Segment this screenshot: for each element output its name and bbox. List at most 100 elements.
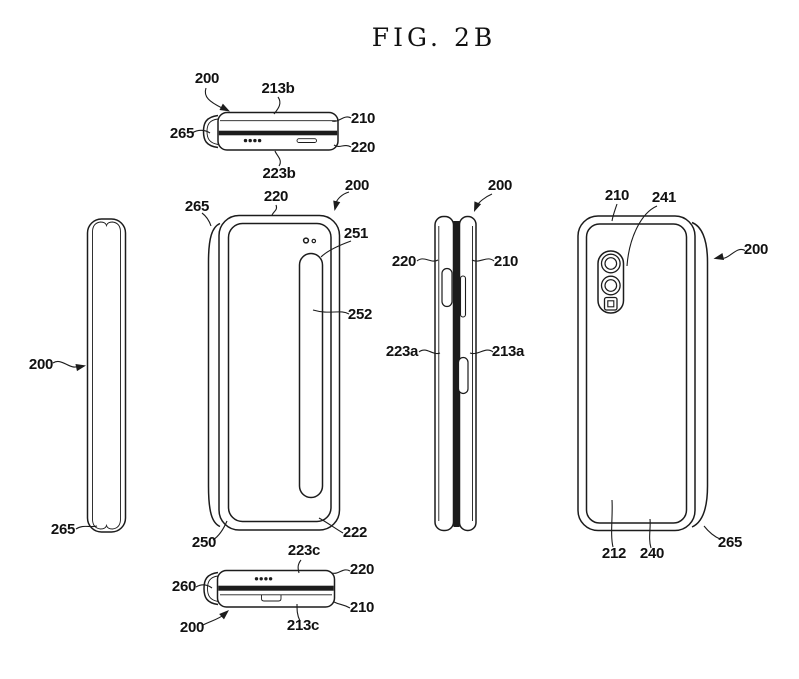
arrowhead bbox=[219, 610, 229, 620]
camera-module bbox=[597, 250, 625, 314]
leader-213c bbox=[296, 603, 301, 622]
ref-210-top: 210 bbox=[351, 110, 375, 127]
leader-220 bbox=[271, 204, 278, 216]
hinge-profile-view: 200 265 bbox=[29, 218, 127, 538]
speaker-hole bbox=[257, 138, 262, 143]
ref-213a: 213a bbox=[492, 343, 525, 360]
leader-200 bbox=[719, 248, 746, 259]
leader-265 bbox=[75, 525, 98, 530]
ref-223b: 223b bbox=[263, 165, 296, 182]
ref-220-front: 220 bbox=[264, 188, 288, 205]
leader-210 bbox=[333, 601, 351, 609]
ref-210-side: 210 bbox=[494, 253, 518, 270]
leader-222 bbox=[318, 517, 344, 534]
front-body-outline bbox=[218, 214, 341, 531]
figure-title: FIG. 2B bbox=[372, 23, 496, 52]
right-side-view: 200 220 210 223a 213a bbox=[386, 177, 525, 532]
ref-223c: 223c bbox=[288, 542, 320, 559]
speaker-hole bbox=[253, 138, 257, 143]
ref-223a: 223a bbox=[386, 343, 419, 360]
ref-222: 222 bbox=[343, 524, 367, 541]
arrowhead bbox=[474, 201, 482, 212]
ref-250: 250 bbox=[192, 534, 216, 551]
leader-213b bbox=[273, 96, 281, 115]
leader-210 bbox=[331, 116, 352, 122]
volume-button bbox=[441, 267, 453, 308]
hinge-strip-right bbox=[691, 221, 709, 528]
camera-lens-2-inner bbox=[604, 279, 618, 292]
leader-265 bbox=[191, 129, 211, 134]
speaker-hole bbox=[264, 577, 268, 581]
ref-213c: 213c bbox=[287, 617, 319, 634]
side-key-sliver bbox=[459, 275, 467, 318]
ref-265-profile: 265 bbox=[51, 521, 75, 538]
leader-223a bbox=[418, 349, 441, 355]
profile-bottom-wave bbox=[92, 518, 121, 530]
ref-265-back: 265 bbox=[718, 534, 742, 551]
ref-220-top: 220 bbox=[351, 139, 375, 156]
leader-265 bbox=[201, 212, 212, 227]
power-button bbox=[457, 356, 469, 395]
speaker-hole bbox=[259, 577, 263, 581]
ref-200-bottom: 200 bbox=[180, 619, 204, 636]
ref-251: 251 bbox=[344, 225, 368, 242]
leader-220 bbox=[416, 258, 439, 262]
leader-212 bbox=[611, 499, 614, 548]
ref-252: 252 bbox=[348, 306, 372, 323]
ref-241: 241 bbox=[652, 189, 676, 206]
front-sensor-icon bbox=[311, 238, 317, 244]
camera-lens-1-inner bbox=[604, 257, 618, 270]
hinge-cap-outline bbox=[203, 571, 219, 606]
leader-223c bbox=[297, 559, 302, 574]
speaker-hole bbox=[254, 577, 259, 581]
speaker-hole bbox=[248, 138, 252, 143]
profile-top-wave bbox=[92, 221, 121, 233]
arrowhead bbox=[219, 103, 230, 112]
leader-241 bbox=[626, 205, 658, 267]
bottom-edge-view: 223c 220 260 210 213c 200 bbox=[172, 542, 374, 636]
camera-lens-2-outer bbox=[600, 275, 621, 296]
mic-slot bbox=[296, 138, 317, 143]
front-view: 265 220 200 251 252 250 222 bbox=[185, 177, 372, 551]
arrowhead bbox=[713, 253, 725, 261]
leader-220 bbox=[331, 569, 351, 574]
top-edge-view: 200 213b 265 210 220 223b bbox=[170, 70, 375, 182]
connector-port bbox=[261, 594, 282, 602]
left-half-slab bbox=[434, 215, 455, 532]
hinge-cap-inner-line bbox=[207, 575, 219, 602]
ref-210-bottom: 210 bbox=[350, 599, 374, 616]
arrowhead bbox=[333, 200, 341, 211]
bottom-body-outline bbox=[216, 569, 336, 608]
hinge-cap-outline bbox=[202, 114, 219, 149]
top-body-outline bbox=[217, 111, 339, 151]
ref-212: 212 bbox=[602, 545, 626, 562]
fold-gap-band bbox=[218, 130, 338, 136]
camera-lens-1-outer bbox=[600, 253, 621, 274]
flash-inner bbox=[607, 300, 615, 308]
leader-210 bbox=[471, 258, 495, 262]
ref-265-top: 265 bbox=[170, 125, 194, 142]
leader-210 bbox=[611, 203, 618, 222]
leader-223b bbox=[274, 150, 281, 167]
ref-210-back: 210 bbox=[605, 187, 629, 204]
front-camera-icon bbox=[302, 237, 310, 244]
leader-252 bbox=[312, 309, 350, 315]
leader-213a bbox=[469, 349, 494, 355]
leader-220 bbox=[333, 144, 352, 148]
leader-260 bbox=[195, 584, 213, 589]
leader-265 bbox=[703, 525, 721, 540]
ref-240: 240 bbox=[640, 545, 664, 562]
leader-200 bbox=[52, 361, 80, 368]
back-view: 210 241 200 212 240 265 bbox=[577, 187, 768, 562]
speaker-hole bbox=[243, 138, 248, 143]
fold-gap-band bbox=[218, 585, 334, 591]
back-body-outline bbox=[577, 215, 696, 532]
ref-220-bottom: 220 bbox=[350, 561, 374, 578]
back-cover-face bbox=[585, 223, 688, 524]
arrowhead bbox=[75, 364, 86, 372]
ref-200-front: 200 bbox=[345, 177, 369, 194]
leader-250 bbox=[212, 520, 228, 541]
profile-outline bbox=[86, 218, 127, 533]
ref-200-side: 200 bbox=[488, 177, 512, 194]
